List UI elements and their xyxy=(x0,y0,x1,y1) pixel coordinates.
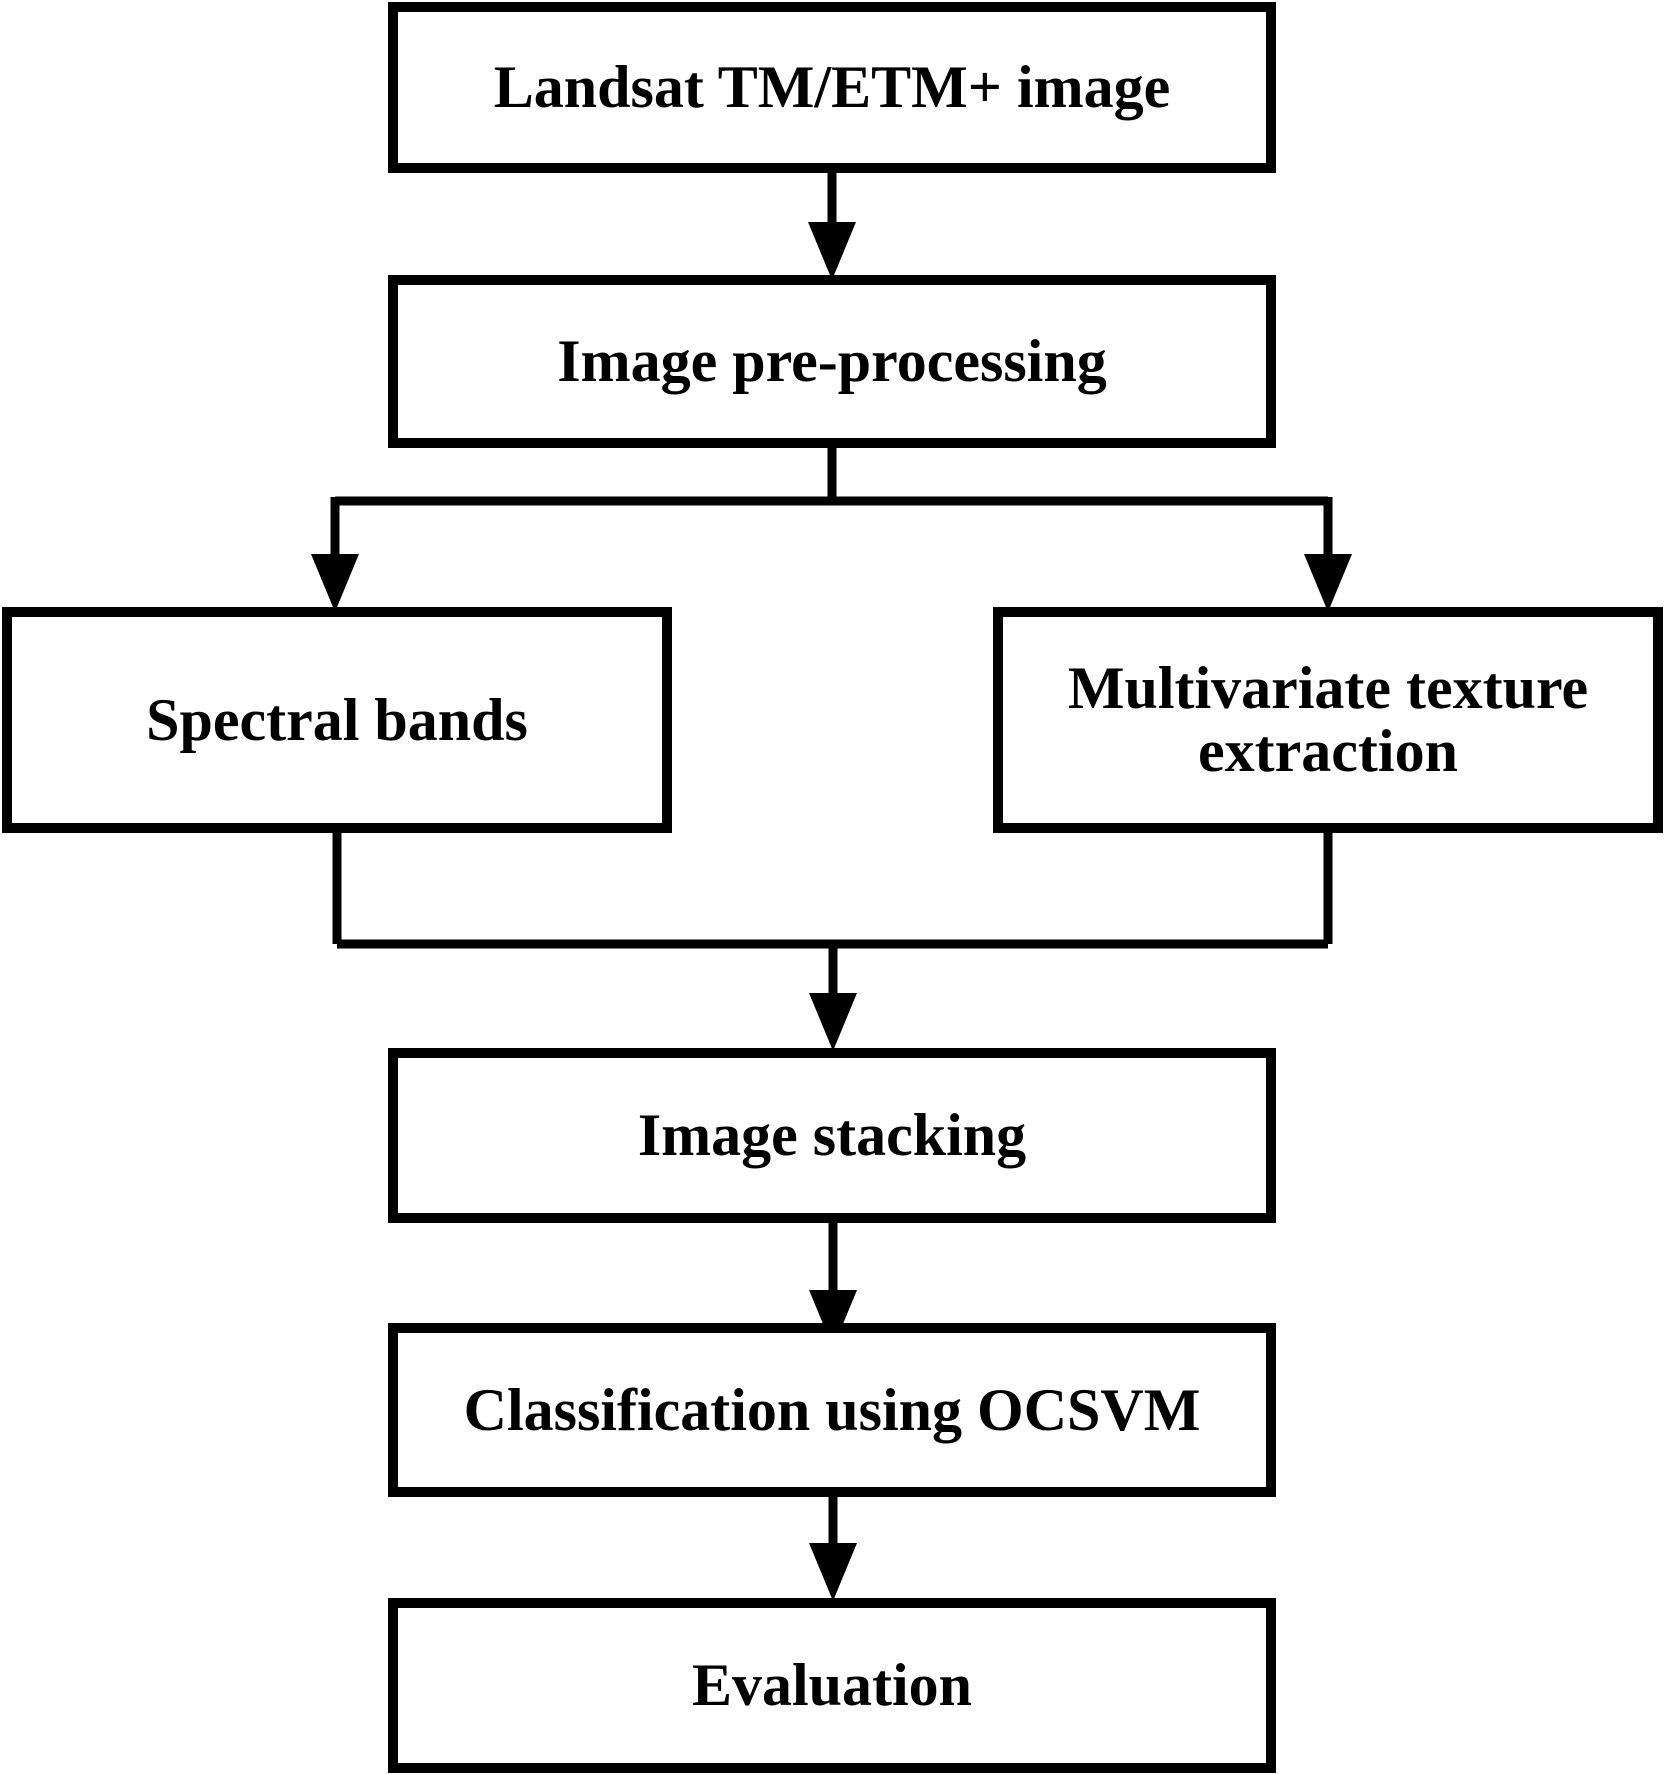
edge-preprocessing-split xyxy=(311,448,1352,612)
node-image-stacking: Image stacking xyxy=(388,1048,1276,1223)
edge-classification-evaluation xyxy=(809,1497,857,1601)
edge-stacking-classification xyxy=(809,1223,857,1348)
node-landsat-image: Landsat TM/ETM+ image xyxy=(388,2,1276,173)
node-preprocessing-label: Image pre-processing xyxy=(557,328,1107,394)
node-classification-ocsvm: Classification using OCSVM xyxy=(388,1323,1276,1497)
edge-merge-stacking xyxy=(332,833,1333,1051)
node-evaluation-label: Evaluation xyxy=(691,1652,973,1718)
node-stacking-label: Image stacking xyxy=(637,1102,1027,1168)
node-spectral-label: Spectral bands xyxy=(146,686,528,753)
node-landsat-label: Landsat TM/ETM+ image xyxy=(493,54,1171,120)
node-multivariate-texture-extraction: Multivariate texture extraction xyxy=(993,607,1663,833)
node-classification-label: Classification using OCSVM xyxy=(463,1376,1201,1443)
node-spectral-bands: Spectral bands xyxy=(2,607,672,833)
node-image-preprocessing: Image pre-processing xyxy=(388,275,1276,448)
edge-landsat-preprocessing xyxy=(808,171,856,280)
node-texture-label: Multivariate texture extraction xyxy=(1067,655,1589,784)
node-evaluation: Evaluation xyxy=(388,1598,1276,1773)
